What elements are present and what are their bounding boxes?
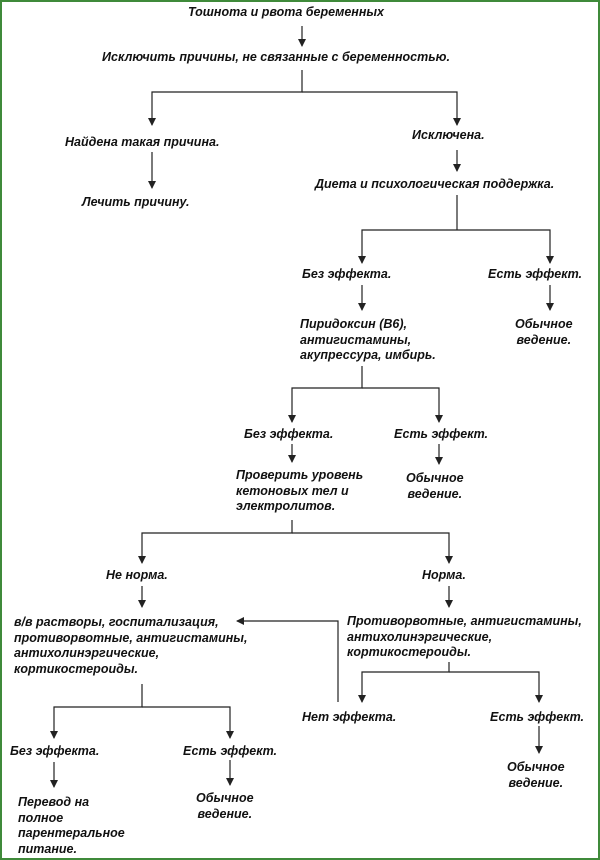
node-usual-care-1: Обычное ведение. <box>515 317 573 347</box>
edge-6-7 <box>358 229 457 264</box>
edge-17-20 <box>142 706 234 739</box>
node-title: Тошнота и рвота беременных <box>188 5 384 19</box>
edge-2-3 <box>148 70 303 126</box>
edge-6-8 <box>457 229 554 264</box>
node-check-ketones: Проверить уровень кетоновых тел и электр… <box>236 468 364 513</box>
node-iv-fluids: в/в растворы, госпитализация, противорво… <box>14 615 248 676</box>
node-effect-2: Есть эффект. <box>394 427 489 441</box>
node-effect-1: Есть эффект. <box>488 267 583 281</box>
node-parenteral: Перевод на полное парентеральное питание… <box>18 795 125 856</box>
node-exclude-causes: Исключить причины, не связанные с береме… <box>102 50 450 64</box>
edge-21-17 <box>236 617 339 702</box>
node-abnormal: Не норма. <box>106 568 168 582</box>
edge-13-15 <box>138 520 293 564</box>
node-diet-support: Диета и психологическая поддержка. <box>315 177 555 191</box>
node-effect-3: Есть эффект. <box>183 744 278 758</box>
edge-9-12 <box>362 387 443 423</box>
edge-18-22 <box>449 671 543 703</box>
node-usual-care-3: Обычное ведение. <box>196 791 254 821</box>
edge-9-11 <box>288 366 363 423</box>
node-excluded: Исключена. <box>412 128 485 142</box>
node-usual-care-4: Обычное ведение. <box>507 760 565 790</box>
edge-13-16 <box>292 532 453 564</box>
node-no-effect-4: Нет эффекта. <box>302 710 397 724</box>
edge-2-4 <box>302 91 461 126</box>
node-no-effect-1: Без эффекта. <box>302 267 392 281</box>
node-normal: Норма. <box>422 568 466 582</box>
node-effect-4: Есть эффект. <box>490 710 585 724</box>
edge-17-19 <box>50 684 143 739</box>
node-cause-found: Найдена такая причина. <box>65 135 220 149</box>
node-antiemetics: Противорвотные, антигистамины, антихолин… <box>347 614 582 659</box>
node-pyridoxine: Пиридоксин (В6), антигистамины, акупресс… <box>300 317 436 362</box>
edge-18-21 <box>358 662 450 703</box>
node-usual-care-2: Обычное ведение. <box>406 471 464 501</box>
node-no-effect-2: Без эффекта. <box>244 427 334 441</box>
node-treat-cause: Лечить причину. <box>82 195 190 209</box>
node-no-effect-3: Без эффекта. <box>10 744 100 758</box>
